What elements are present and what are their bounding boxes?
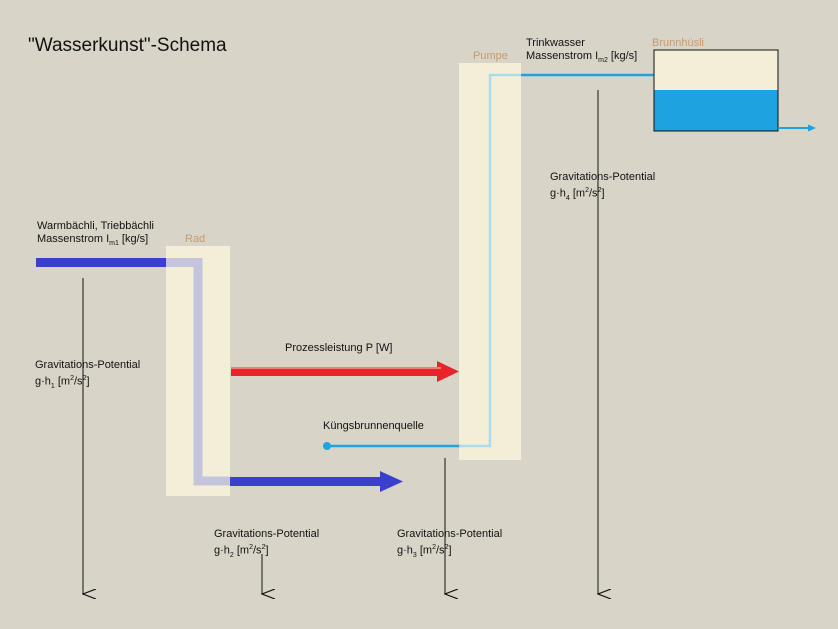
trinkwasser-name: Trinkwasser — [526, 37, 585, 49]
quelle-label: Küngsbrunnenquelle — [323, 420, 424, 432]
process-power-label: Prozessleistung P [W] — [285, 342, 393, 354]
potential-4-formula: g·h4 [m2/s2] — [550, 187, 605, 202]
rad-flow-path — [166, 258, 232, 486]
trinkwasser-massflow: Massenstrom Im2 [kg/s] — [526, 50, 638, 65]
inflow-massflow: Massenstrom Im1 [kg/s] — [37, 233, 149, 248]
brunnhuesli-water — [654, 90, 778, 131]
potential-label-4: Gravitations-Potential g·h4 [m2/s2] — [550, 171, 655, 205]
potential-label-3: Gravitations-Potential g·h3 [m2/s2] — [397, 528, 502, 562]
diagram-title: "Wasserkunst"-Schema — [28, 35, 227, 56]
potential-3-formula: g·h3 [m2/s2] — [397, 544, 452, 559]
inflow-name: Warmbächli, Triebbächli — [37, 220, 154, 232]
process-power-arrowhead — [437, 361, 459, 382]
potential-3-title: Gravitations-Potential — [397, 528, 503, 540]
inflow-label: Warmbächli, Triebbächli Massenstrom Im1 … — [37, 220, 154, 250]
potential-label-2: Gravitations-Potential g·h2 [m2/s2] — [214, 528, 319, 562]
potential-2-formula: g·h2 [m2/s2] — [214, 544, 269, 559]
potential-2-title: Gravitations-Potential — [214, 528, 320, 540]
potential-label-1: Gravitations-Potential g·h1 [m2/s2] — [35, 359, 140, 393]
process-power-stream — [231, 367, 441, 376]
tank-outflow-arrowhead — [808, 124, 816, 132]
process-power-highlight — [231, 367, 441, 369]
potential-1-formula: g·h1 [m2/s2] — [35, 375, 90, 390]
brunnhuesli-outline — [653, 49, 779, 132]
inflow-stream — [36, 258, 168, 267]
outflow-stream — [230, 477, 388, 486]
pumpe-label: Pumpe — [473, 50, 508, 62]
trinkwasser-label: Trinkwasser Massenstrom Im2 [kg/s] — [526, 37, 637, 67]
rad-label: Rad — [185, 233, 206, 245]
potential-4-title: Gravitations-Potential — [550, 171, 656, 183]
trinkwasser-stream — [521, 73, 675, 91]
pumpe-flow-path — [459, 73, 521, 448]
potential-1-title: Gravitations-Potential — [35, 359, 141, 371]
brunnhuesli-label: Brunnhüsli — [652, 37, 704, 49]
outflow-arrowhead — [380, 471, 403, 492]
